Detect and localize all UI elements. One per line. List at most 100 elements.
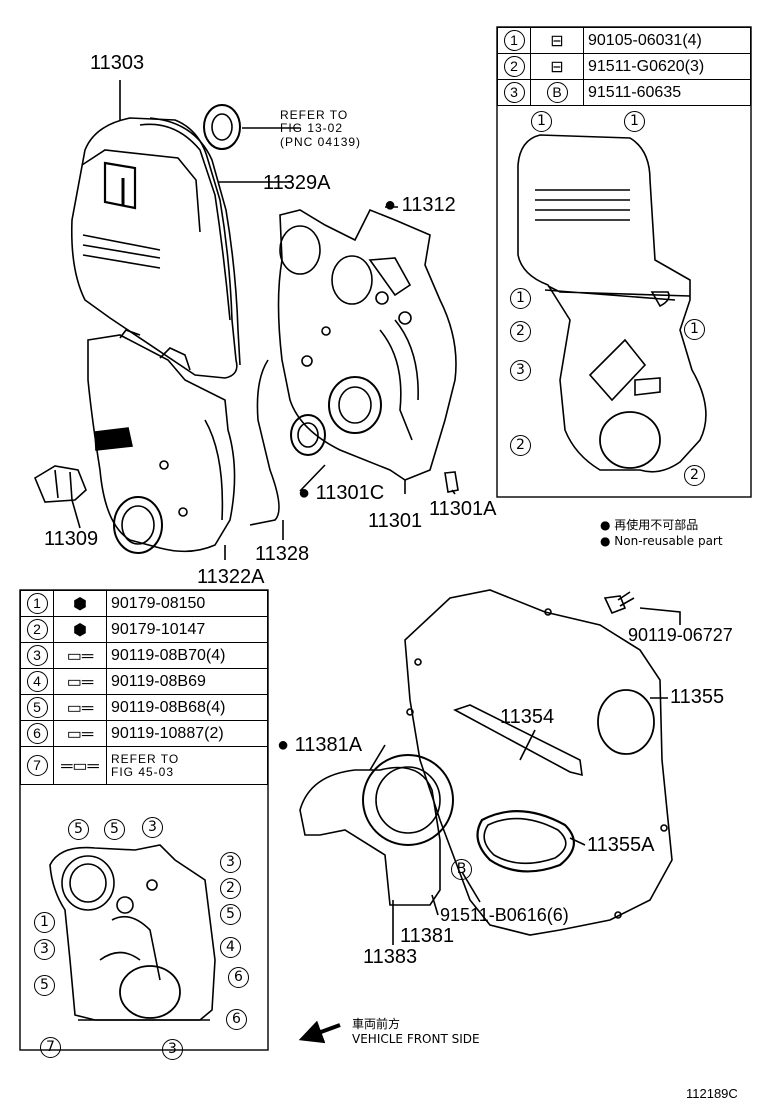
bolt-icon: ▭═	[53, 642, 107, 669]
bolt-icon: ⊟	[530, 27, 584, 54]
row-number: 5	[26, 697, 48, 718]
callout-text: 3	[142, 817, 163, 838]
figure-code: 112189C	[686, 1086, 738, 1101]
nut-icon: ⬢	[53, 616, 107, 643]
part-label-11329a: 11329A	[263, 172, 331, 194]
bolt-icon: ▭═	[53, 694, 107, 721]
table-row: 1⬢90179-08150	[20, 590, 268, 617]
part-label-90119-06727: 90119-06727	[628, 625, 733, 645]
callout-text: 1	[510, 288, 531, 309]
lower-cover-gasket	[249, 359, 280, 526]
stud-icon: ═▭═	[53, 746, 107, 785]
part-number: 90119-10887(2)	[106, 720, 268, 747]
direction-jp: 車両前方	[352, 1017, 401, 1031]
part-label-11381a-text: 11381A	[294, 734, 363, 756]
part-number: 91511-G0620(3)	[583, 53, 751, 80]
callout: 1	[624, 110, 645, 132]
part-refer-line2: FIG 45-03	[111, 764, 175, 779]
row-number: 1	[503, 30, 525, 51]
callout-text: 5	[68, 819, 89, 840]
table-row: 2⬢90179-10147	[20, 616, 268, 643]
table-row: 1 ⊟ 90105-06031(4)	[497, 27, 751, 54]
bolt-icon: ⊟	[530, 53, 584, 80]
callout: 5	[68, 818, 89, 840]
part-number: 90105-06031(4)	[583, 27, 751, 54]
row-number: 1	[26, 593, 48, 614]
part-label-11381: 11381	[400, 925, 455, 947]
callout: 1	[34, 911, 55, 933]
part-label-11301: 11301	[368, 510, 423, 532]
callout-text: 6	[226, 1009, 247, 1030]
left-fastener-table: 1⬢90179-08150 2⬢90179-10147 3▭═90119-08B…	[20, 590, 268, 785]
row-number: 6	[26, 723, 48, 744]
callout-text: 2	[220, 878, 241, 899]
camshaft-oil-seal	[203, 104, 241, 150]
timing-chain-case	[277, 208, 457, 481]
part-label-11301a: 11301A	[429, 498, 497, 520]
table-row: 2 ⊟ 91511-G0620(3)	[497, 53, 751, 80]
part-number: 90119-08B68(4)	[106, 694, 268, 721]
callout-text: 3	[510, 360, 531, 381]
callout: 2	[510, 434, 531, 456]
callout-text: 1	[531, 111, 552, 132]
letter-b-icon: B	[530, 79, 584, 106]
part-label-11355a: 11355A	[587, 834, 655, 856]
part-number: 91511-60635	[583, 79, 751, 106]
callout: 4	[220, 936, 241, 958]
part-number: 90179-10147	[106, 616, 268, 643]
part-label-11301c-text: 11301C	[315, 482, 385, 504]
part-label-11312: ● 11312	[384, 194, 456, 216]
vehicle-front-arrow	[298, 1020, 341, 1044]
callout: 3	[220, 851, 241, 873]
top-right-cover-outline	[517, 134, 707, 473]
callout-text: 5	[104, 819, 125, 840]
legend-en: ● Non-reusable part	[600, 534, 723, 548]
sensor-part	[33, 465, 87, 503]
row-number: 4	[26, 671, 48, 692]
table-row: 3▭═90119-08B70(4)	[20, 642, 268, 669]
callout-text: 3	[162, 1039, 183, 1060]
callout-b: B	[451, 858, 472, 880]
table-row: 5▭═90119-08B68(4)	[20, 694, 268, 721]
legend-jp-text: 再使用不可部品	[614, 518, 699, 532]
letter-b-text: B	[546, 82, 568, 103]
callout: 3	[510, 359, 531, 381]
callout: 5	[220, 903, 241, 925]
part-label-11354: 11354	[500, 706, 555, 728]
callout-text: 6	[228, 967, 249, 988]
callout: 2	[510, 320, 531, 342]
callout: 5	[34, 974, 55, 996]
refer-fig-1: FIG 13-02	[280, 121, 344, 135]
callout: 6	[228, 966, 249, 988]
left-bottom-case-outline	[49, 844, 216, 1021]
dowel-pin	[444, 471, 459, 493]
part-label-11328: 11328	[255, 543, 310, 565]
direction-en: VEHICLE FRONT SIDE	[352, 1032, 480, 1046]
callout: 3	[142, 816, 163, 838]
part-number: 90119-08B70(4)	[106, 642, 268, 669]
callout-text: 7	[40, 1037, 61, 1058]
refer-pnc-1: (PNC 04139)	[280, 135, 362, 149]
upper-timing-cover	[70, 117, 238, 379]
callout-text: 1	[34, 912, 55, 933]
legend-en-text: Non-reusable part	[614, 534, 723, 548]
callout: 2	[684, 464, 705, 486]
nut-icon: ⬢	[53, 590, 107, 617]
callout: 3	[162, 1038, 183, 1060]
callout-b-text: B	[451, 859, 472, 880]
callout-text: 5	[34, 975, 55, 996]
table-row: 3 B 91511-60635	[497, 79, 751, 106]
bolt-icon: ▭═	[53, 668, 107, 695]
callout: 1	[684, 318, 705, 340]
row-number: 2	[26, 619, 48, 640]
callout-text: 5	[220, 904, 241, 925]
callout: 7	[40, 1036, 61, 1058]
part-label-11322a: 11322A	[197, 566, 265, 588]
refer-note-1: REFER TO	[280, 108, 349, 122]
row-number: 3	[26, 645, 48, 666]
rear-end-plate	[404, 589, 673, 936]
upper-cover-gasket	[149, 117, 241, 366]
part-label-11312-text: 11312	[401, 194, 456, 216]
